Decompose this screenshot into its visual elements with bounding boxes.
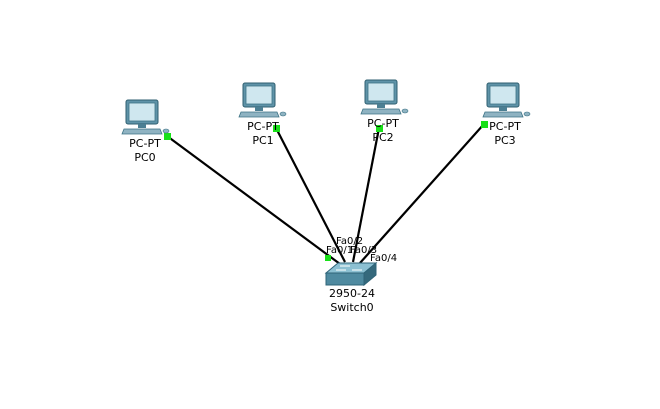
- device-name-label: PC3: [494, 134, 515, 147]
- device-switch0[interactable]: 2950-24 Switch0: [325, 262, 377, 314]
- link-light-switch-fa0-1: [325, 255, 331, 261]
- switch-icon[interactable]: [325, 262, 377, 286]
- port-label-fa0-4: Fa0/4: [370, 253, 397, 264]
- device-model-label: PC-PT: [247, 120, 279, 133]
- link-status-lights: [164, 121, 488, 261]
- pc-icon[interactable]: [360, 79, 409, 115]
- device-pc1[interactable]: PC-PT PC1: [238, 82, 287, 147]
- link-pc2-switch0[interactable]: [351, 127, 381, 263]
- link-pc1-switch0[interactable]: [275, 127, 346, 263]
- port-label-fa0-3: Fa0/3: [350, 245, 377, 256]
- device-name-label: PC0: [134, 151, 155, 164]
- pc-icon[interactable]: [482, 82, 531, 118]
- port-label-fa0-1: Fa0/1: [326, 245, 353, 256]
- link-light-pc0: [164, 133, 171, 140]
- device-name-label: PC1: [252, 134, 273, 147]
- link-light-pc3: [481, 121, 488, 128]
- device-model-label: 2950-24: [329, 287, 375, 300]
- device-name-label: Switch0: [330, 301, 373, 314]
- link-pc3-switch0[interactable]: [359, 123, 485, 264]
- link-light-pc2: [376, 125, 383, 132]
- device-model-label: PC-PT: [489, 120, 521, 133]
- pc-icon[interactable]: [121, 99, 170, 135]
- device-pc0[interactable]: PC-PT PC0: [121, 99, 170, 164]
- link-pc0-switch0[interactable]: [166, 135, 341, 265]
- device-pc2[interactable]: PC-PT PC2: [360, 79, 409, 144]
- device-pc3[interactable]: PC-PT PC3: [482, 82, 531, 147]
- port-label-fa0-2: Fa0/2: [336, 236, 363, 247]
- device-name-label: PC2: [372, 131, 393, 144]
- link-light-pc1: [273, 125, 280, 132]
- device-model-label: PC-PT: [367, 117, 399, 130]
- device-model-label: PC-PT: [129, 137, 161, 150]
- links: [166, 123, 485, 265]
- port-labels: Fa0/1 Fa0/2 Fa0/3 Fa0/4: [326, 236, 397, 264]
- pc-icon[interactable]: [238, 82, 287, 118]
